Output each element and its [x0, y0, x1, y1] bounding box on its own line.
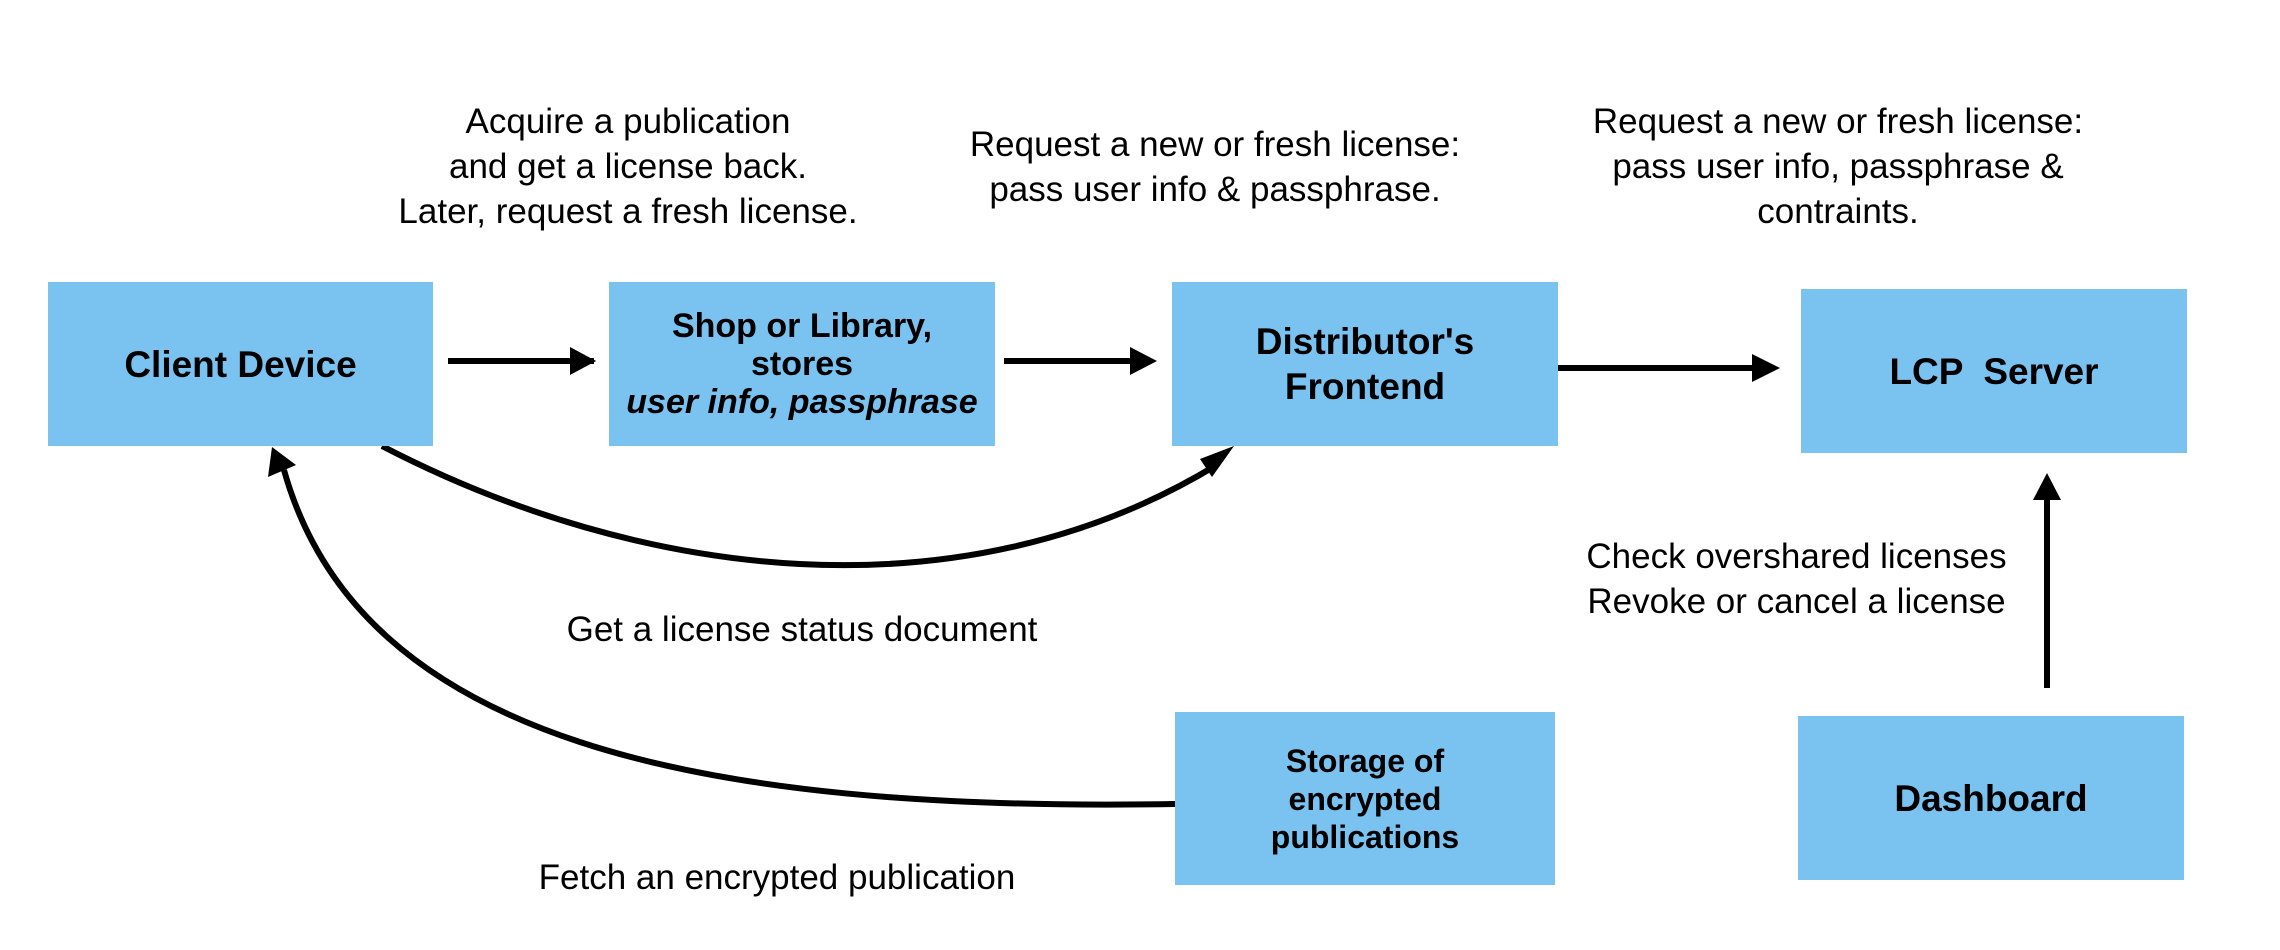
arrow-client-to-shop-head [570, 347, 596, 375]
arrow-client-to-frontend-status [380, 443, 1217, 569]
shop-library-line-2: stores [750, 345, 854, 383]
client-device-label: Client Device [124, 343, 357, 385]
dashboard-node: Dashboard [1798, 716, 2184, 880]
caption-lcp-request: Request a new or fresh license: pass use… [1500, 99, 2176, 234]
arrow-client-to-frontend-status-head [1200, 446, 1234, 477]
caption-acquire-publication: Acquire a publication and get a license … [325, 99, 931, 234]
shop-library-line-3: user info, passphrase [626, 383, 978, 421]
arrow-frontend-to-lcp-head [1752, 354, 1780, 382]
caption-fetch-line-1: Fetch an encrypted publication [538, 858, 1016, 897]
arrow-dashboard-to-lcp-head [2033, 473, 2061, 500]
caption-lcp-request-line-3: contraints. [1757, 192, 1919, 231]
storage-line-2: encrypted [1288, 780, 1442, 817]
caption-fetch-encrypted-publication: Fetch an encrypted publication [460, 855, 1094, 900]
caption-status-line-1: Get a license status document [566, 610, 1038, 649]
caption-frontend-request: Request a new or fresh license: pass use… [890, 122, 1540, 212]
distributor-frontend-line-1: Distributor's [1255, 321, 1475, 362]
caption-acquire-line-1: Acquire a publication [465, 102, 791, 141]
caption-lcp-request-line-1: Request a new or fresh license: [1592, 102, 2084, 141]
dashboard-label: Dashboard [1894, 777, 2088, 819]
caption-dashboard-line-2: Revoke or cancel a license [1587, 582, 2006, 621]
caption-acquire-line-3: Later, request a fresh license. [398, 192, 858, 231]
arrow-storage-to-client-fetch-head [268, 447, 296, 477]
caption-frontend-request-line-1: Request a new or fresh license: [969, 125, 1461, 164]
storage-line-1: Storage of [1285, 742, 1445, 779]
caption-dashboard-line-1: Check overshared licenses [1586, 537, 2007, 576]
arrow-shop-to-frontend-head [1130, 347, 1157, 375]
distributor-frontend-node: Distributor's Frontend [1172, 282, 1558, 446]
shop-library-node: Shop or Library, stores user info, passp… [609, 282, 995, 446]
caption-dashboard-actions: Check overshared licenses Revoke or canc… [1520, 534, 2073, 624]
caption-lcp-request-line-2: pass user info, passphrase & [1612, 147, 2064, 186]
lcp-server-label: LCP Server [1889, 350, 2099, 392]
caption-acquire-line-2: and get a license back. [448, 147, 807, 186]
lcp-server-node: LCP Server [1801, 289, 2187, 453]
shop-library-line-1: Shop or Library, [671, 307, 933, 345]
storage-node: Storage of encrypted publications [1175, 712, 1555, 885]
distributor-frontend-line-2: Frontend [1284, 366, 1446, 407]
caption-license-status-document: Get a license status document [500, 607, 1104, 652]
arrow-storage-to-client-fetch [281, 469, 1176, 808]
storage-line-3: publications [1270, 818, 1460, 855]
client-device-node: Client Device [48, 282, 433, 446]
caption-frontend-request-line-2: pass user info & passphrase. [989, 170, 1441, 209]
